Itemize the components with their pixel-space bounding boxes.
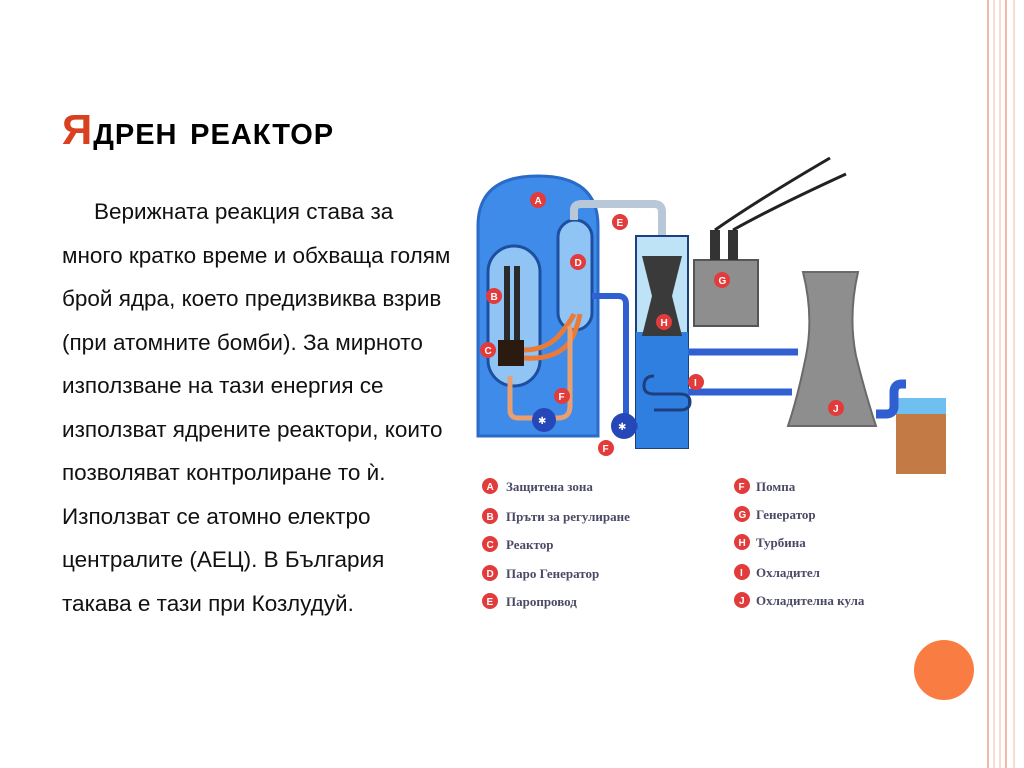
- svg-text:G: G: [739, 510, 747, 521]
- svg-text:✱: ✱: [538, 416, 546, 427]
- badge-f-outer: F: [598, 440, 614, 456]
- legend-item: B Пръти за регулиране: [482, 508, 630, 524]
- badge-j: J: [828, 400, 844, 416]
- legend-item: C Реактор: [482, 536, 553, 552]
- decorative-orange-circle: [914, 640, 974, 700]
- svg-text:D: D: [487, 569, 494, 580]
- svg-text:D: D: [575, 258, 582, 269]
- badge-a: A: [530, 192, 546, 208]
- cooling-tower: [786, 271, 878, 427]
- steam-pipe: [570, 200, 666, 236]
- badge-f-inner: F: [554, 388, 570, 404]
- svg-text:Паро Генератор: Паро Генератор: [506, 566, 599, 581]
- steam-generator: [556, 218, 594, 332]
- badge-c: C: [480, 342, 496, 358]
- turbine-blades: [642, 256, 682, 336]
- nuclear-plant-diagram: ✱ ✱ A B C D E F F G H I J A Защитена зона…: [476, 156, 946, 609]
- svg-text:F: F: [559, 392, 565, 403]
- svg-text:I: I: [694, 378, 697, 389]
- svg-text:J: J: [833, 404, 839, 415]
- svg-text:A: A: [487, 482, 494, 493]
- legend-item: A Защитена зона: [482, 478, 593, 494]
- svg-text:E: E: [487, 597, 494, 608]
- svg-text:Генератор: Генератор: [756, 507, 816, 522]
- legend-item: E Паропровод: [482, 593, 577, 609]
- badge-d: D: [570, 254, 586, 270]
- title-initial: Я: [62, 106, 94, 153]
- svg-text:Помпа: Помпа: [756, 479, 796, 494]
- svg-text:Защитена зона: Защитена зона: [506, 479, 593, 494]
- svg-text:A: A: [535, 196, 542, 207]
- badge-g: G: [714, 272, 730, 288]
- svg-text:B: B: [487, 512, 494, 523]
- generator: [693, 259, 759, 327]
- control-rods: [504, 266, 510, 346]
- legend-item: G Генератор: [734, 506, 816, 522]
- slide-paragraph: Верижната реакция става за много кратко …: [62, 199, 451, 616]
- condenser-coil: [642, 374, 692, 412]
- badge-h: H: [656, 314, 672, 330]
- svg-text:C: C: [485, 346, 492, 357]
- badge-e: E: [612, 214, 628, 230]
- svg-text:H: H: [739, 538, 746, 549]
- reactor-core: [498, 340, 524, 366]
- svg-text:F: F: [739, 482, 745, 493]
- legend-left: A Защитена зона B Пръти за регулиране C Реа…: [482, 478, 630, 609]
- svg-text:C: C: [487, 540, 494, 551]
- svg-text:E: E: [617, 218, 624, 229]
- pump-icon: [532, 408, 556, 432]
- svg-text:G: G: [719, 276, 727, 287]
- svg-text:J: J: [739, 596, 745, 607]
- legend-item: F Помпа: [734, 478, 796, 494]
- badge-i: I: [688, 374, 704, 390]
- legend-item: I Охладител: [734, 564, 820, 580]
- svg-text:Пръти за регулиране: Пръти за регулиране: [506, 509, 630, 524]
- legend-item: J Охладителна кула: [734, 592, 865, 608]
- badge-b: B: [486, 288, 502, 304]
- legend-item: D Паро Генератор: [482, 565, 599, 581]
- feed-pump-icon: [611, 413, 637, 439]
- svg-text:Реактор: Реактор: [506, 537, 553, 552]
- svg-text:Турбина: Турбина: [756, 535, 806, 550]
- svg-text:Охладителна кула: Охладителна кула: [756, 593, 865, 608]
- svg-text:✱: ✱: [618, 422, 626, 433]
- decorative-side-lines: [987, 0, 1015, 768]
- title-rest: дрен реактор: [93, 106, 335, 153]
- svg-text:H: H: [661, 318, 668, 329]
- svg-text:F: F: [603, 444, 609, 455]
- legend-item: H Турбина: [734, 534, 806, 550]
- slide-title: Ядрен реактор: [62, 106, 334, 154]
- svg-text:B: B: [491, 292, 498, 303]
- svg-text:I: I: [740, 568, 743, 579]
- svg-text:Охладител: Охладител: [756, 565, 820, 580]
- svg-text:Паропровод: Паропровод: [506, 594, 577, 609]
